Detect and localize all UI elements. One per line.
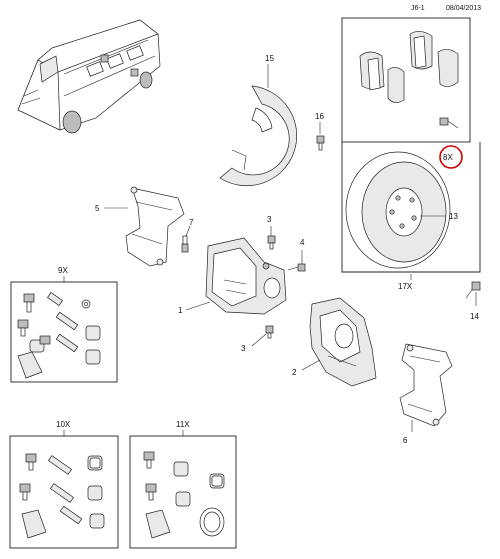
kit-9-qty: 9X [58, 266, 68, 275]
part-1-brake-caliper[interactable] [205, 237, 287, 315]
part-6-carrier-bracket[interactable] [399, 343, 453, 427]
callout-14: 14 [470, 312, 479, 321]
pads-qty: 8X [443, 153, 453, 162]
part-16-screw[interactable] [316, 135, 325, 151]
page-code: J6-1 [411, 5, 425, 12]
kit-11-box [129, 435, 237, 549]
kit-10-box [9, 435, 119, 549]
kit-10-qty: 10X [56, 420, 71, 429]
van-front-wheel [62, 110, 82, 134]
kit-9-box [10, 281, 118, 383]
callout-5: 5 [95, 204, 100, 213]
part-4-cap[interactable] [287, 263, 306, 272]
part-5-caliper-bracket[interactable] [125, 186, 185, 267]
part-3-bleed-screw-lower[interactable] [265, 325, 274, 339]
part-14-bolt[interactable] [465, 281, 481, 299]
part-15-dust-shield[interactable] [219, 85, 297, 187]
part-3-bleed-screw-upper[interactable] [267, 235, 276, 250]
highlight-circle [439, 145, 463, 169]
callout-2: 2 [292, 368, 297, 377]
pad-bolt[interactable] [439, 117, 459, 129]
brake-pad-set[interactable] [359, 31, 459, 103]
diagram-date: 08/04/2013 [446, 5, 481, 12]
van-highlight-mark [100, 54, 109, 63]
brake-pads-box [341, 17, 471, 143]
kit-11-seal-set[interactable] [143, 451, 225, 539]
callout-3-lower: 3 [241, 344, 246, 353]
callout-7: 7 [189, 218, 194, 227]
callout-3-upper: 3 [267, 215, 272, 224]
van-illustration [17, 19, 161, 134]
part-2-caliper-body[interactable] [309, 297, 377, 387]
kit-9-guide-pin-set[interactable] [17, 292, 101, 379]
callout-13: 13 [449, 212, 458, 221]
callout-4: 4 [300, 238, 305, 247]
callout-6: 6 [403, 436, 408, 445]
disc-qty: 17X [398, 282, 413, 291]
callout-16: 16 [315, 112, 324, 121]
callout-15: 15 [265, 54, 274, 63]
kit-11-qty: 11X [176, 420, 190, 429]
part-7-guide-bolt[interactable] [181, 235, 189, 253]
callout-1: 1 [178, 306, 183, 315]
part-13-brake-disc[interactable] [345, 151, 451, 269]
kit-10-guide-pin-set[interactable] [19, 453, 105, 539]
van-rear-wheel [139, 71, 153, 89]
